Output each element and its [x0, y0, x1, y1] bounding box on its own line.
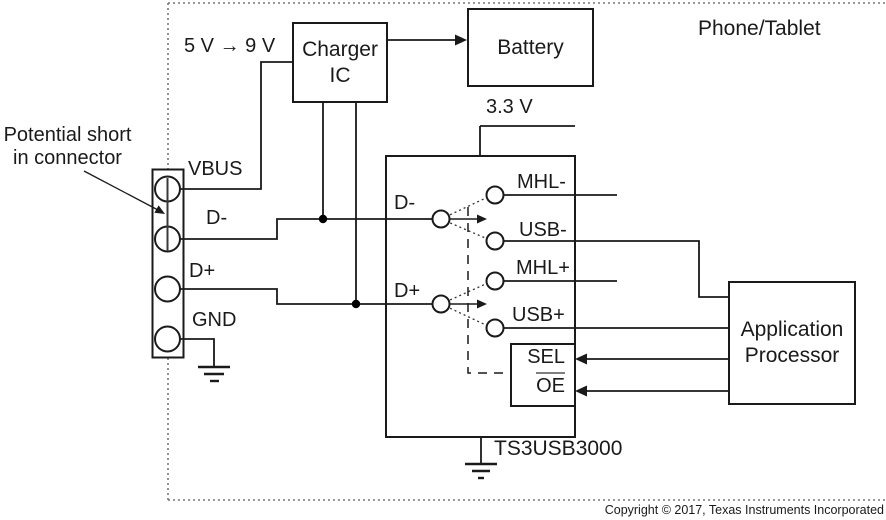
wire-vbus — [181, 61, 293, 190]
charger-ic-label-line1: Charger — [302, 37, 378, 61]
throw-usb-plus — [485, 318, 505, 338]
switch-rail-voltage-label: 3.3 V — [486, 96, 533, 118]
charger-ic-box — [292, 22, 388, 103]
charger-ic-label-line2: IC — [329, 63, 351, 87]
charger-ic-label: Charger IC — [293, 23, 387, 102]
arrowheads — [455, 34, 587, 397]
connector-pins — [154, 175, 181, 353]
select-control-dashed-line — [467, 207, 510, 374]
switch-pin-d-plus: D+ — [394, 280, 421, 302]
annotation-line1: Potential short — [3, 124, 132, 146]
application-processor-box — [728, 281, 856, 405]
app-proc-label-line2: Processor — [744, 344, 840, 367]
charger-input-voltage-label: 5 V → 9 V — [184, 35, 276, 57]
arrow-into-oe — [575, 385, 587, 397]
arrow-into-battery — [455, 34, 467, 46]
junction-dots — [318, 214, 361, 309]
wire-gnd — [181, 338, 215, 367]
arrow-into-sel — [575, 353, 587, 365]
oe-overline-text: OE — [536, 372, 565, 396]
ground-symbol-switch — [465, 462, 497, 480]
switch-pin-mhl-plus: MHL+ — [516, 257, 570, 279]
throw-mhl-plus — [485, 271, 505, 291]
copyright-notice: Copyright © 2017, Texas Instruments Inco… — [604, 503, 884, 517]
battery-box — [467, 8, 594, 87]
annotation-arrow — [83, 170, 165, 214]
block-outlines — [151, 8, 856, 438]
switch-pin-mhl-minus: MHL- — [517, 171, 566, 193]
ts3usb3000-label: TS3USB3000 — [494, 437, 623, 460]
pin-gnd — [154, 325, 181, 353]
switch-pin-d-minus: D- — [394, 192, 416, 214]
battery-label: Battery — [497, 35, 564, 59]
pole-d-plus — [431, 294, 451, 314]
pin-label-vbus: VBUS — [188, 158, 243, 180]
potential-short-annotation: Potential short in connector — [0, 124, 135, 170]
ground-symbol-connector — [198, 365, 230, 383]
wire-d-minus — [180, 218, 433, 240]
pole-d-minus — [431, 209, 451, 229]
app-proc-label-line1: Application — [740, 318, 844, 341]
pin-label-gnd: GND — [192, 309, 237, 331]
pin-label-d-minus: D- — [206, 207, 228, 229]
wire-usb-minus — [495, 240, 729, 298]
pin-d-plus — [154, 275, 181, 303]
switch-throw-lines — [440, 195, 491, 328]
phone-tablet-label: Phone/Tablet — [698, 17, 821, 40]
wire-3v3-rail — [479, 125, 575, 156]
throw-mhl-minus — [485, 185, 505, 205]
throw-usb-minus — [485, 231, 505, 251]
arrow-pole-d-plus — [477, 299, 487, 309]
pin-label-d-plus: D+ — [189, 260, 216, 282]
sel-oe-box — [510, 343, 576, 407]
switch-pin-usb-minus: USB- — [519, 219, 567, 241]
switch-pin-sel: SEL — [527, 346, 565, 368]
switch-contacts — [431, 185, 505, 338]
arrow-pole-d-minus — [477, 214, 487, 224]
annotation-line2: in connector — [13, 147, 122, 169]
switch-pin-usb-plus: USB+ — [512, 304, 565, 326]
switch-pin-oe: OE — [505, 372, 565, 396]
application-processor-label: Application Processor — [729, 282, 855, 404]
